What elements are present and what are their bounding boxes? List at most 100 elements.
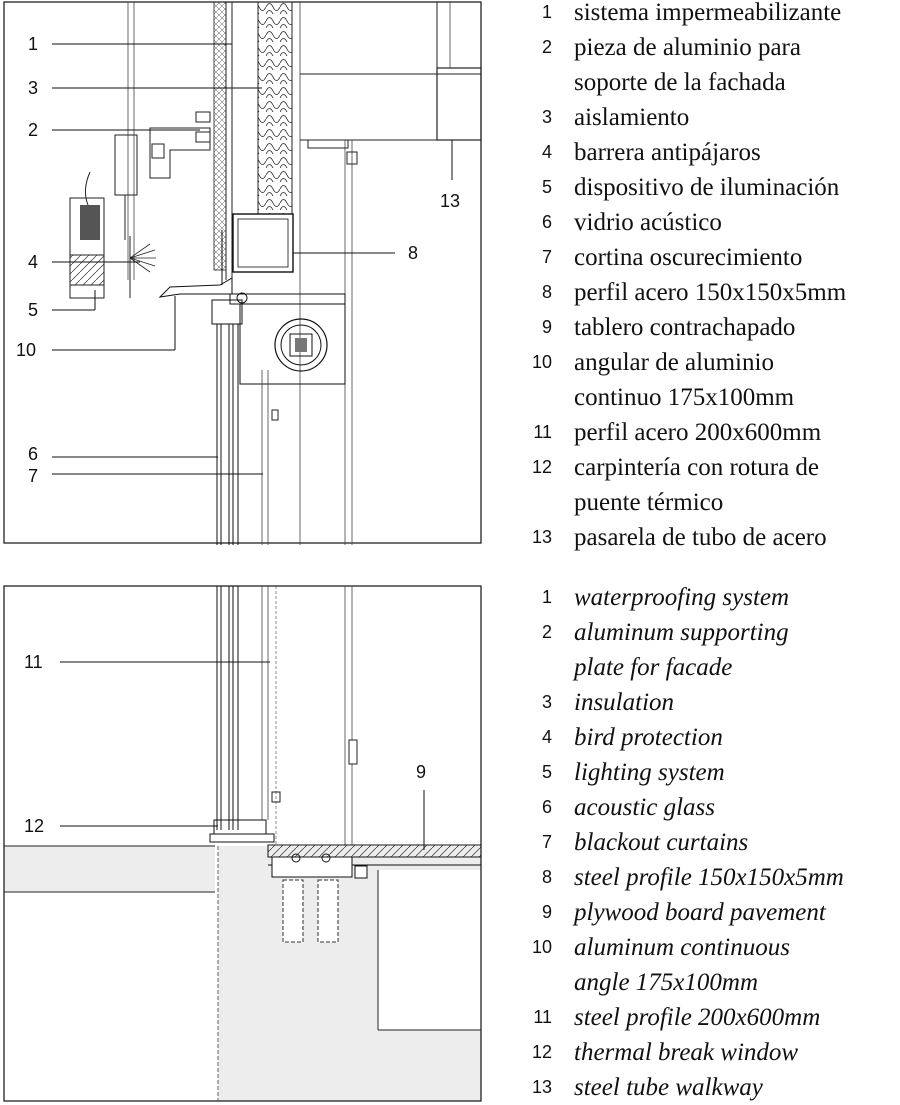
callout-13: 13 <box>440 191 460 211</box>
upper-detail-section <box>3 1 482 545</box>
legend-text-line: pieza de aluminio para <box>574 34 801 61</box>
legend-text-line: steel tube walkway <box>574 1074 763 1101</box>
legend-text: lighting system <box>574 755 725 790</box>
legend-item-en-13: 13 steel tube walkway <box>520 1070 895 1105</box>
legend-text: perfil acero 200x600mm <box>574 415 821 450</box>
legend-item-en-12: 12 thermal break window <box>520 1035 895 1070</box>
legend-text-line: plywood board pavement <box>574 899 826 926</box>
legend-item-es-8: 8 perfil acero 150x150x5mm <box>520 275 895 310</box>
callout-11: 11 <box>24 652 43 672</box>
legend-item-en-7: 7 blackout curtains <box>520 825 895 860</box>
legend-item-es-7: 7 cortina oscurecimiento <box>520 240 895 275</box>
legend-text-line: sistema impermeabilizante <box>574 0 842 26</box>
callout-2: 2 <box>28 120 38 140</box>
callout-10: 10 <box>16 340 36 360</box>
legend-number: 12 <box>531 457 552 477</box>
legend-text: plywood board pavement <box>574 895 826 930</box>
legend-text-line: bird protection <box>574 724 723 751</box>
legend-text-line: plate for facade <box>574 654 733 681</box>
callout-3: 3 <box>28 78 38 98</box>
legend-text-line: cortina oscurecimiento <box>574 244 803 271</box>
callout-1: 1 <box>28 34 38 54</box>
legend-text: steel profile 200x600mm <box>574 1000 820 1035</box>
legend-text: steel profile 150x150x5mm <box>574 860 844 895</box>
legend-text-line: acoustic glass <box>574 794 715 821</box>
legend-number: 11 <box>533 422 552 442</box>
legend-text: waterproofing system <box>574 580 789 615</box>
legend-text-line: continuo 175x100mm <box>574 384 795 411</box>
leader-lines <box>52 43 453 850</box>
callout-7: 7 <box>28 466 38 486</box>
legend-text: sistema impermeabilizante <box>574 0 841 30</box>
legend-number: 7 <box>541 247 552 267</box>
legend-text-line: steel profile 150x150x5mm <box>574 864 844 891</box>
legend-number: 5 <box>541 177 552 197</box>
legend-number: 2 <box>541 622 552 642</box>
legend-text: insulation <box>574 685 674 720</box>
legend-item-en-6: 6 acoustic glass <box>520 790 895 825</box>
legend-number: 4 <box>541 727 552 747</box>
legend-text: blackout curtains <box>574 825 748 860</box>
legend-number: 8 <box>541 867 552 887</box>
legend-number: 6 <box>541 797 552 817</box>
legend-number: 11 <box>533 1007 552 1027</box>
legend-item-en-3: 3 insulation <box>520 685 895 720</box>
legend-number: 12 <box>531 1042 552 1062</box>
legend-text: dispositivo de iluminación <box>574 170 839 205</box>
callout-6: 6 <box>28 444 38 464</box>
legend-item-es-12: 12 carpintería con rotura de puente térmic… <box>520 450 895 520</box>
legend-item-en-11: 11 steel profile 200x600mm <box>520 1000 895 1035</box>
legend-text: vidrio acústico <box>574 205 722 240</box>
legend-text-line: waterproofing system <box>574 584 790 611</box>
legend-number: 8 <box>541 282 552 302</box>
legend-number: 7 <box>541 832 552 852</box>
legend-item-es-9: 9 tablero contrachapado <box>520 310 895 345</box>
legend-text-line: blackout curtains <box>574 829 749 856</box>
legend-text: thermal break window <box>574 1035 798 1070</box>
legend-text-line: puente térmico <box>574 489 724 516</box>
callout-8: 8 <box>408 243 418 263</box>
legend-text-line: steel profile 200x600mm <box>574 1004 821 1031</box>
legend-text-line: tablero contrachapado <box>574 314 796 341</box>
legend-text-line: aislamiento <box>574 104 690 131</box>
legend-text: perfil acero 150x150x5mm <box>574 275 846 310</box>
legend-number: 3 <box>541 692 552 712</box>
legend-text: tablero contrachapado <box>574 310 795 345</box>
legend-text-line: thermal break window <box>574 1039 799 1066</box>
legend-number: 5 <box>541 762 552 782</box>
legend-text-line: lighting system <box>574 759 725 786</box>
legend-text: barrera antipájaros <box>574 135 761 170</box>
legend-number: 10 <box>531 352 552 372</box>
legend-text-line: angle 175x100mm <box>574 969 758 996</box>
legend-text: steel tube walkway <box>574 1070 763 1105</box>
legend-number: 9 <box>541 317 552 337</box>
legend-text: acoustic glass <box>574 790 715 825</box>
legend-item-en-5: 5 lighting system <box>520 755 895 790</box>
legend-number: 13 <box>531 1077 552 1097</box>
legend-item-es-5: 5 dispositivo de iluminación <box>520 170 895 205</box>
lower-detail-section <box>3 585 482 1102</box>
legend-item-es-11: 11 perfil acero 200x600mm <box>520 415 895 450</box>
legend-text-line: perfil acero 150x150x5mm <box>574 279 847 306</box>
callout-4: 4 <box>28 252 38 272</box>
legend-text-line: perfil acero 200x600mm <box>574 419 822 446</box>
callout-5: 5 <box>28 300 38 320</box>
callout-12: 12 <box>24 816 44 836</box>
legend-text-line: carpintería con rotura de <box>574 454 820 481</box>
legend-number: 3 <box>541 107 552 127</box>
